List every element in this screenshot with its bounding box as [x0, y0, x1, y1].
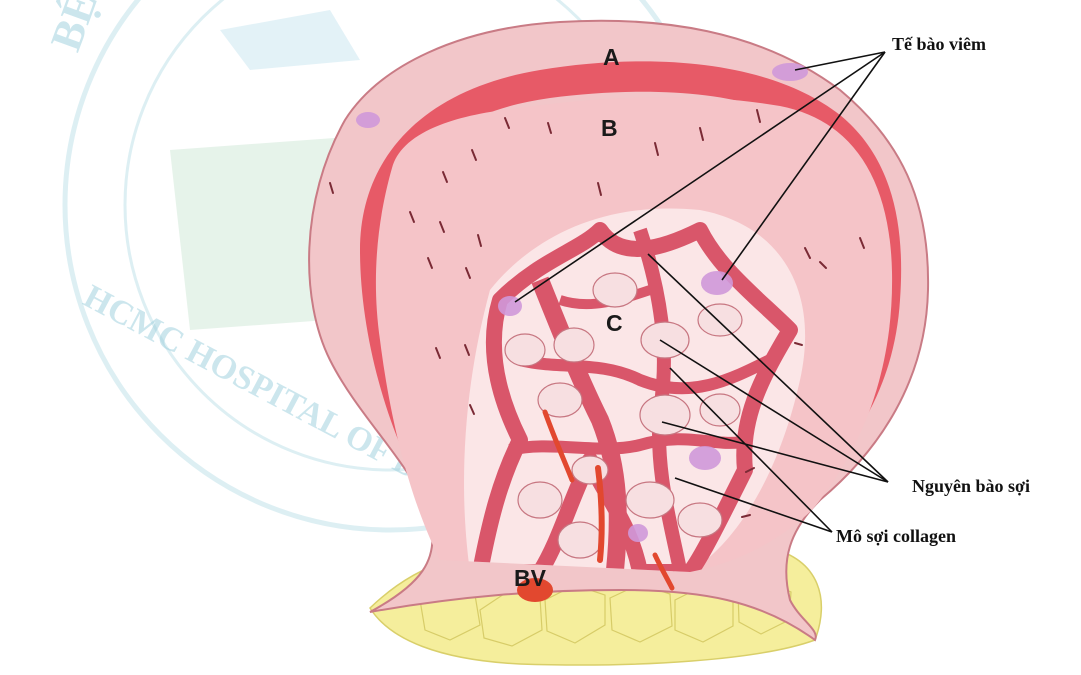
region-label-c: C: [606, 310, 623, 337]
label-collagen: Mô sợi collagen: [836, 526, 956, 547]
inflammatory-cell-bottom: [628, 524, 648, 542]
inflammatory-cell-right: [701, 271, 733, 295]
region-label-b: B: [601, 115, 618, 142]
watermark-emblem-top: [220, 10, 360, 70]
inflammatory-cell-top: [772, 63, 808, 81]
label-fibroblasts: Nguyên bào sợi: [912, 476, 1030, 497]
region-label-a: A: [603, 44, 620, 71]
label-inflammatory-cells: Tế bào viêm: [892, 34, 986, 55]
inflammatory-cell-lower: [689, 446, 721, 470]
region-label-bv: BV: [514, 565, 546, 592]
inflammatory-cell-capsule: [356, 112, 380, 128]
